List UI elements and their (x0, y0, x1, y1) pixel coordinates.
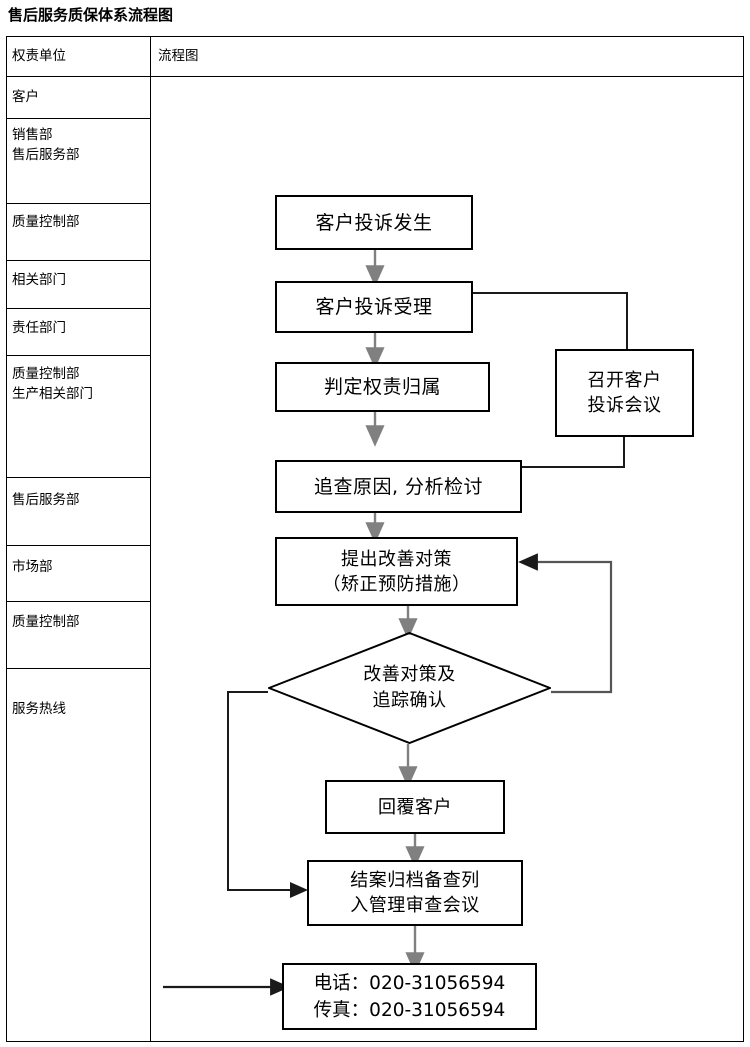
flow-node-improvement-measures[interactable]: 提出改善对策 （矫正预防措施） (275, 537, 518, 606)
flow-node-archive-case[interactable]: 结案归档备查列 入管理审查会议 (307, 860, 523, 926)
flow-node-reply-customer[interactable]: 回覆客户 (325, 780, 505, 834)
resp-cell-related: 相关部门 (12, 272, 66, 288)
diamond-shape (268, 632, 551, 744)
header-responsibility: 权责单位 (12, 48, 66, 64)
resp-cell-responsible: 责任部门 (12, 320, 66, 336)
resp-cell-customer: 客户 (12, 89, 39, 105)
flow-node-verify-tracking[interactable]: 改善对策及 追踪确认 (268, 632, 551, 744)
resp-cell-marketing: 市场部 (12, 559, 53, 575)
resp-cell-quality-prod: 质量控制部 生产相关部门 (12, 366, 93, 402)
resp-cell-quality-2: 质量控制部 (12, 614, 80, 630)
flow-node-complaint-occurs[interactable]: 客户投诉发生 (275, 195, 473, 250)
flow-node-complaint-meeting[interactable]: 召开客户 投诉会议 (555, 349, 694, 437)
table-frame (6, 36, 744, 1042)
header-flowchart: 流程图 (158, 48, 199, 64)
resp-cell-sales: 销售部 售后服务部 (12, 127, 80, 163)
row-separator-4 (6, 308, 150, 309)
resp-cell-hotline: 服务热线 (12, 701, 66, 717)
row-separator-8 (6, 601, 150, 602)
flow-node-complaint-accepted[interactable]: 客户投诉受理 (275, 281, 473, 333)
resp-cell-aftersales: 售后服务部 (12, 492, 80, 508)
row-separator-1 (6, 118, 150, 119)
row-separator-5 (6, 355, 150, 356)
row-separator-7 (6, 545, 150, 546)
resp-cell-quality-1: 质量控制部 (12, 214, 80, 230)
row-separator-3 (6, 260, 150, 261)
row-separator-header (6, 76, 744, 77)
row-separator-9 (6, 668, 150, 669)
flow-node-verify-tracking-label: 改善对策及 追踪确认 (363, 664, 456, 711)
row-separator-2 (6, 203, 150, 204)
flow-node-determine-responsibility[interactable]: 判定权责归属 (275, 362, 490, 412)
page-title: 售后服务质保体系流程图 (8, 6, 174, 24)
row-separator-6 (6, 477, 150, 478)
column-divider (150, 36, 151, 1042)
flow-node-contact-info[interactable]: 电话：020-31056594 传真：020-31056594 (282, 963, 537, 1030)
flow-node-investigate-cause[interactable]: 追查原因, 分析检讨 (275, 460, 522, 513)
